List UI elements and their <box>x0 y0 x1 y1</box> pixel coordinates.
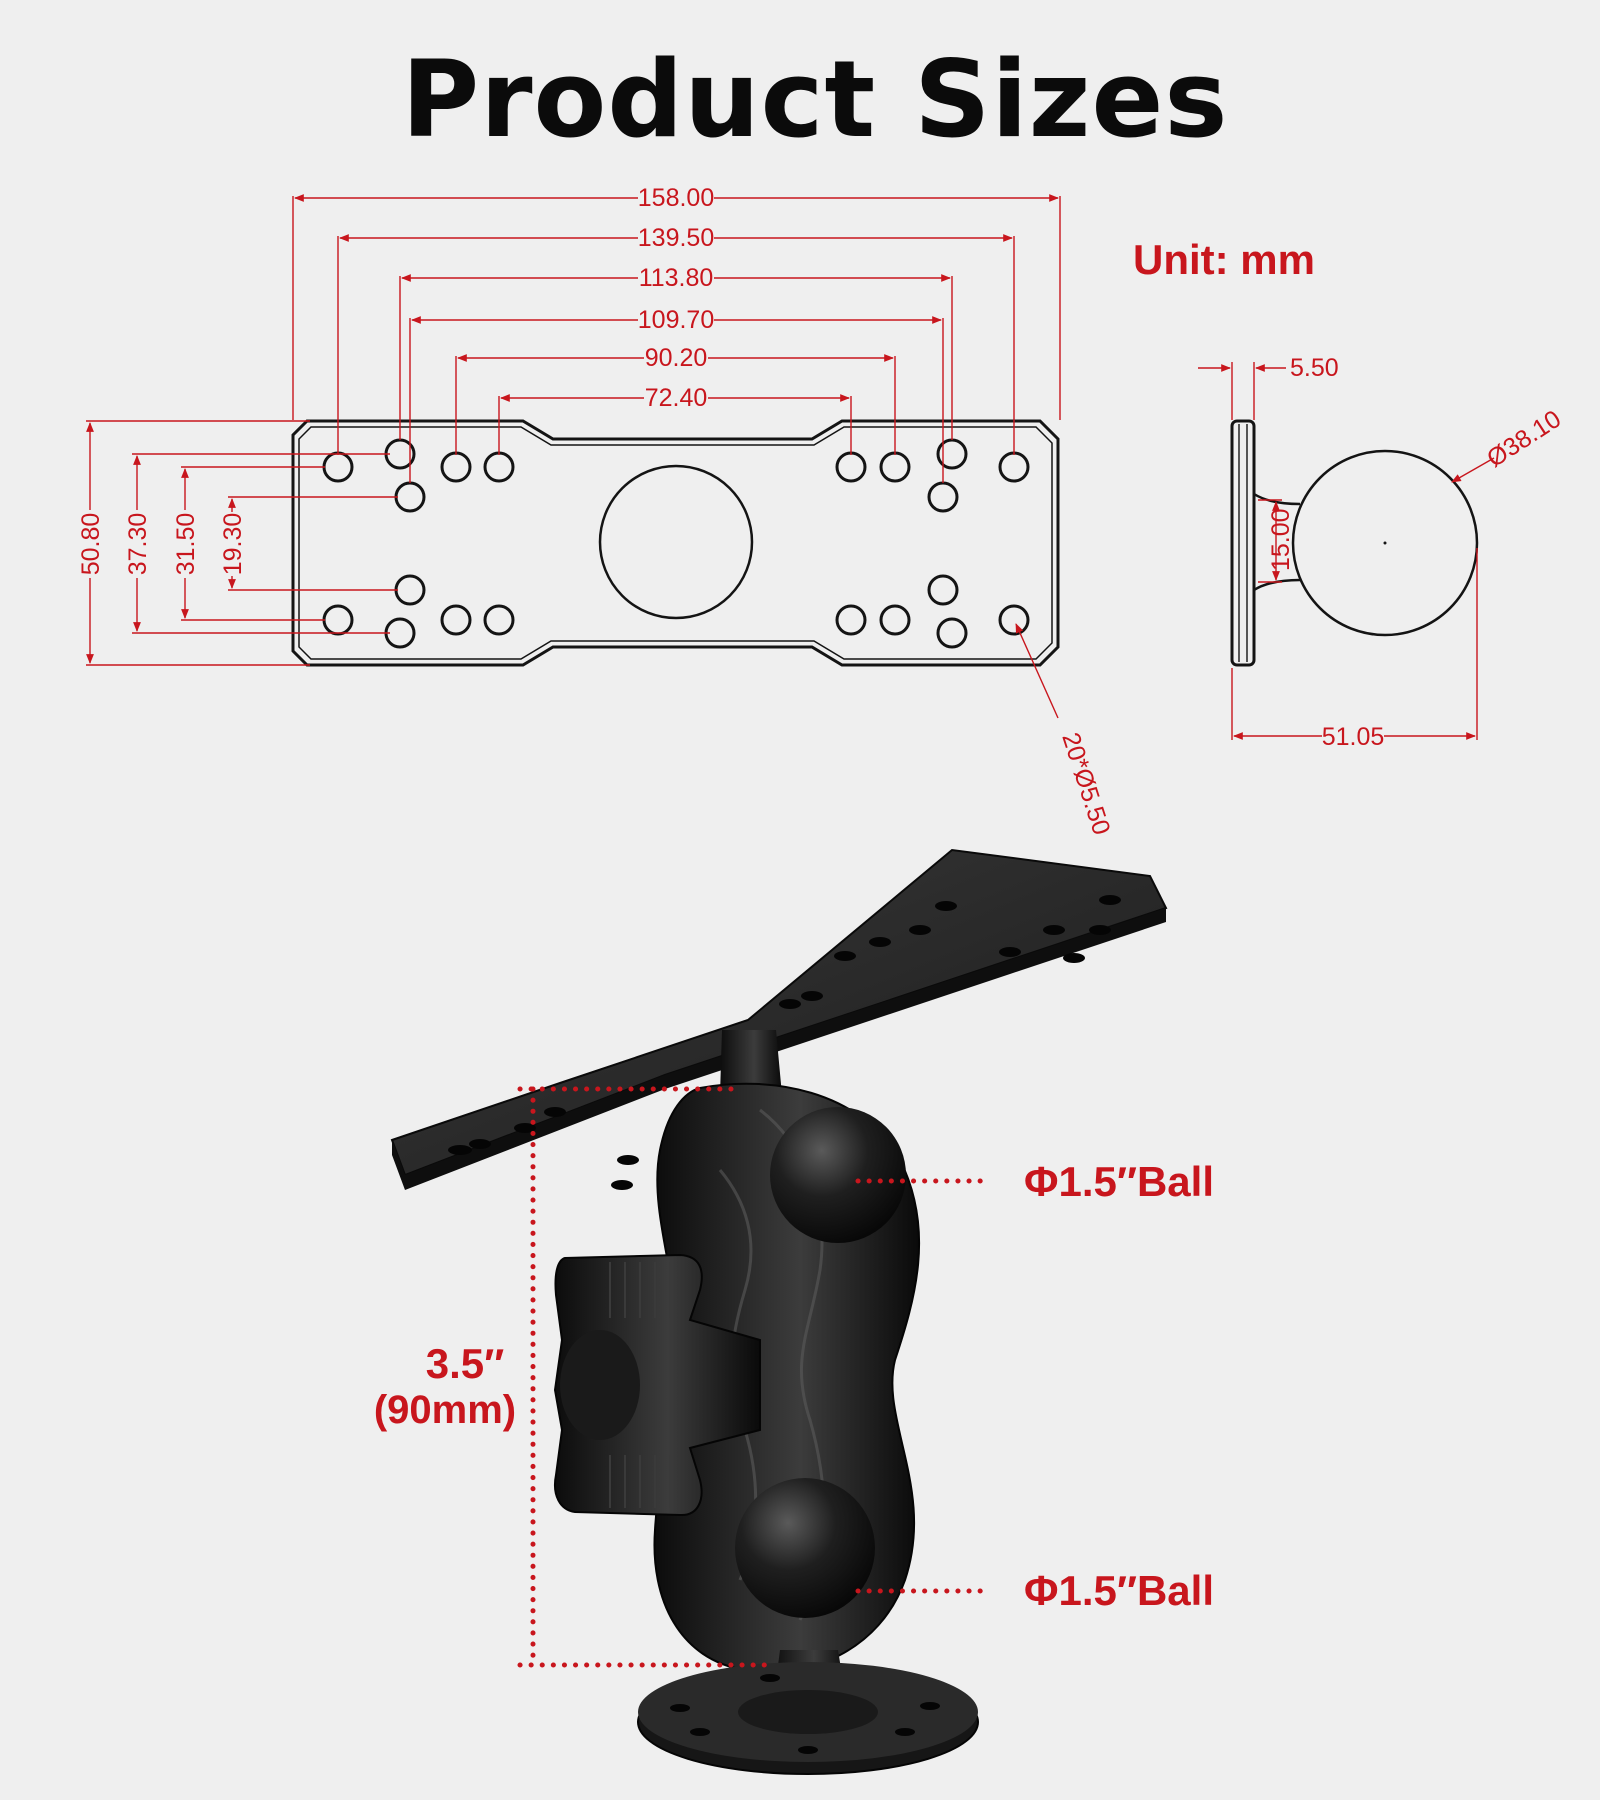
vertical-dimension-labels: 50.80 37.30 31.50 19.30 <box>77 513 247 576</box>
photo-dotted-guides <box>517 1086 993 1668</box>
dim-overall-length: 51.05 <box>1322 723 1385 751</box>
vertical-dimensions <box>86 420 398 666</box>
mount-plate-holes <box>448 895 1121 1190</box>
dim-139: 139.50 <box>638 224 714 252</box>
dim-90: 90.20 <box>645 344 708 372</box>
top-ball <box>770 1107 906 1243</box>
horizontal-dimension-labels: 158.00 139.50 113.80 109.70 90.20 72.40 <box>638 184 714 412</box>
dim-50: 50.80 <box>77 513 105 576</box>
side-plate <box>1230 419 1256 667</box>
hole-callout: 20*Ø5.50 <box>1056 729 1115 838</box>
ball-label-bottom: Φ1.5″Ball <box>1024 1567 1215 1614</box>
height-label-inches: 3.5″ <box>425 1340 505 1387</box>
dim-113: 113.80 <box>639 264 714 292</box>
tightening-knob <box>553 1253 761 1517</box>
dim-72: 72.40 <box>645 384 708 412</box>
plate-drawing: 158.00 139.50 113.80 109.70 90.20 72.40 … <box>77 184 1116 838</box>
product-illustration <box>390 848 1168 1775</box>
dim-thickness: 5.50 <box>1290 354 1339 382</box>
unit-label: Unit: mm <box>1133 236 1315 283</box>
dim-ball-diameter: Ø38.10 <box>1482 405 1566 473</box>
dim-31: 31.50 <box>172 513 200 576</box>
side-view-drawing: 5.50 15.00 Ø38.10 51.05 <box>1198 354 1566 751</box>
horizontal-dimensions <box>292 194 1061 483</box>
mounting-holes <box>322 438 1030 649</box>
dim-neck: 15.00 <box>1267 508 1295 571</box>
dim-19: 19.30 <box>219 513 247 576</box>
dim-109: 109.70 <box>638 306 714 334</box>
bottom-ball <box>735 1478 875 1618</box>
ball-label-top: Φ1.5″Ball <box>1024 1158 1215 1205</box>
side-ball <box>1291 449 1479 637</box>
page-title: Product Sizes <box>401 38 1229 161</box>
plate-outline <box>291 419 1060 667</box>
center-mount-circle <box>598 464 754 620</box>
height-label-mm: (90mm) <box>373 1388 517 1432</box>
dim-37: 37.30 <box>124 513 152 576</box>
dim-158: 158.00 <box>638 184 714 212</box>
